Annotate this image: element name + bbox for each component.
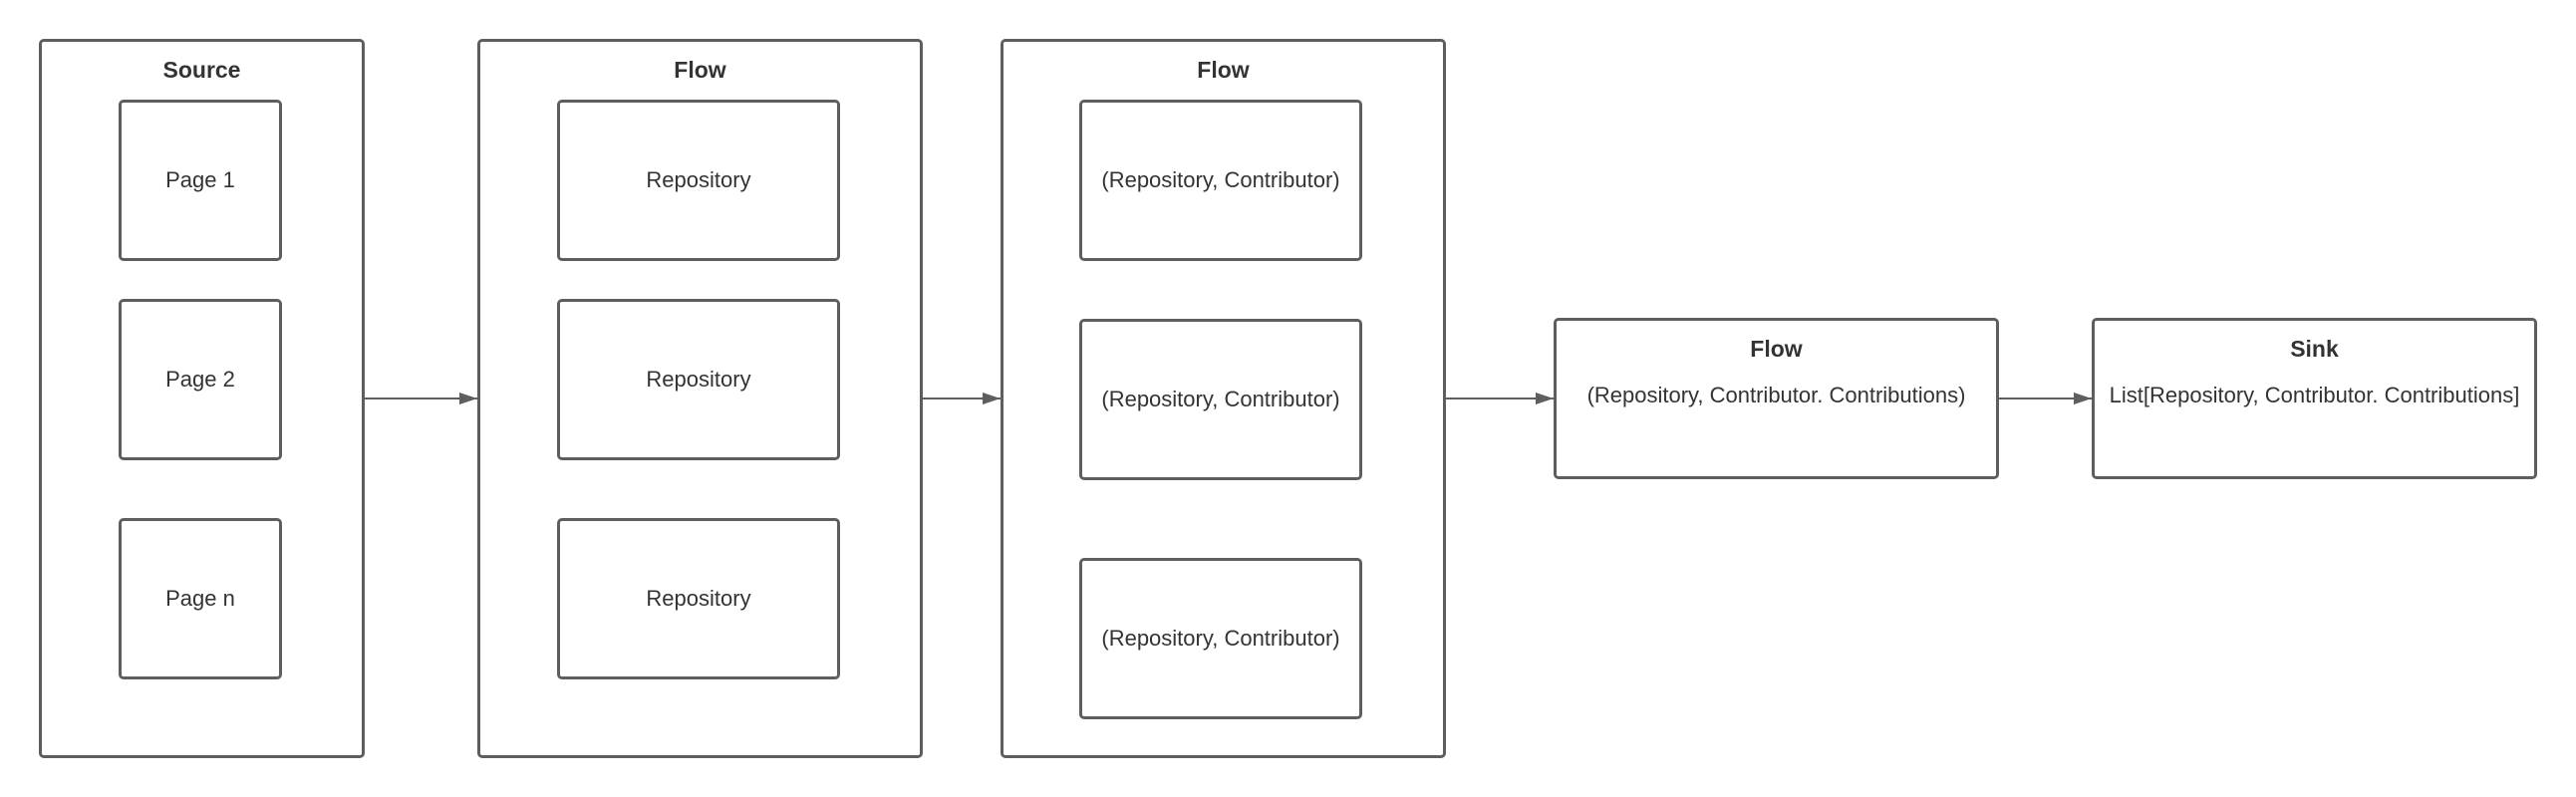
repository-contributor-node-2: (Repository, Contributor) bbox=[1079, 319, 1362, 480]
source-page-n: Page n bbox=[119, 518, 282, 679]
repository-contributor-node-3: (Repository, Contributor) bbox=[1079, 558, 1362, 719]
sink-box: Sink List[Repository, Contributor. Contr… bbox=[2092, 318, 2537, 479]
flow-contributions-text: (Repository, Contributor. Contributions) bbox=[1586, 383, 1966, 407]
flow-contributions-box: Flow (Repository, Contributor. Contribut… bbox=[1554, 318, 1999, 479]
repository-node-1: Repository bbox=[557, 100, 840, 261]
repository-node-2: Repository bbox=[557, 299, 840, 460]
flow-contributor-container: Flow (Repository, Contributor) (Reposito… bbox=[1001, 39, 1446, 758]
flow-contributor-title: Flow bbox=[1197, 57, 1250, 83]
source-page-2: Page 2 bbox=[119, 299, 282, 460]
source-page-1: Page 1 bbox=[119, 100, 282, 261]
flow-contributions-title: Flow bbox=[1750, 336, 1803, 362]
sink-title: Sink bbox=[2290, 336, 2339, 362]
flow-repository-title: Flow bbox=[674, 57, 726, 83]
source-container: Source Page 1 Page 2 Page n bbox=[39, 39, 365, 758]
repository-node-3: Repository bbox=[557, 518, 840, 679]
flow-repository-container: Flow Repository Repository Repository bbox=[477, 39, 923, 758]
repository-contributor-node-1: (Repository, Contributor) bbox=[1079, 100, 1362, 261]
sink-text: List[Repository, Contributor. Contributi… bbox=[2109, 383, 2520, 407]
source-title: Source bbox=[162, 57, 241, 83]
